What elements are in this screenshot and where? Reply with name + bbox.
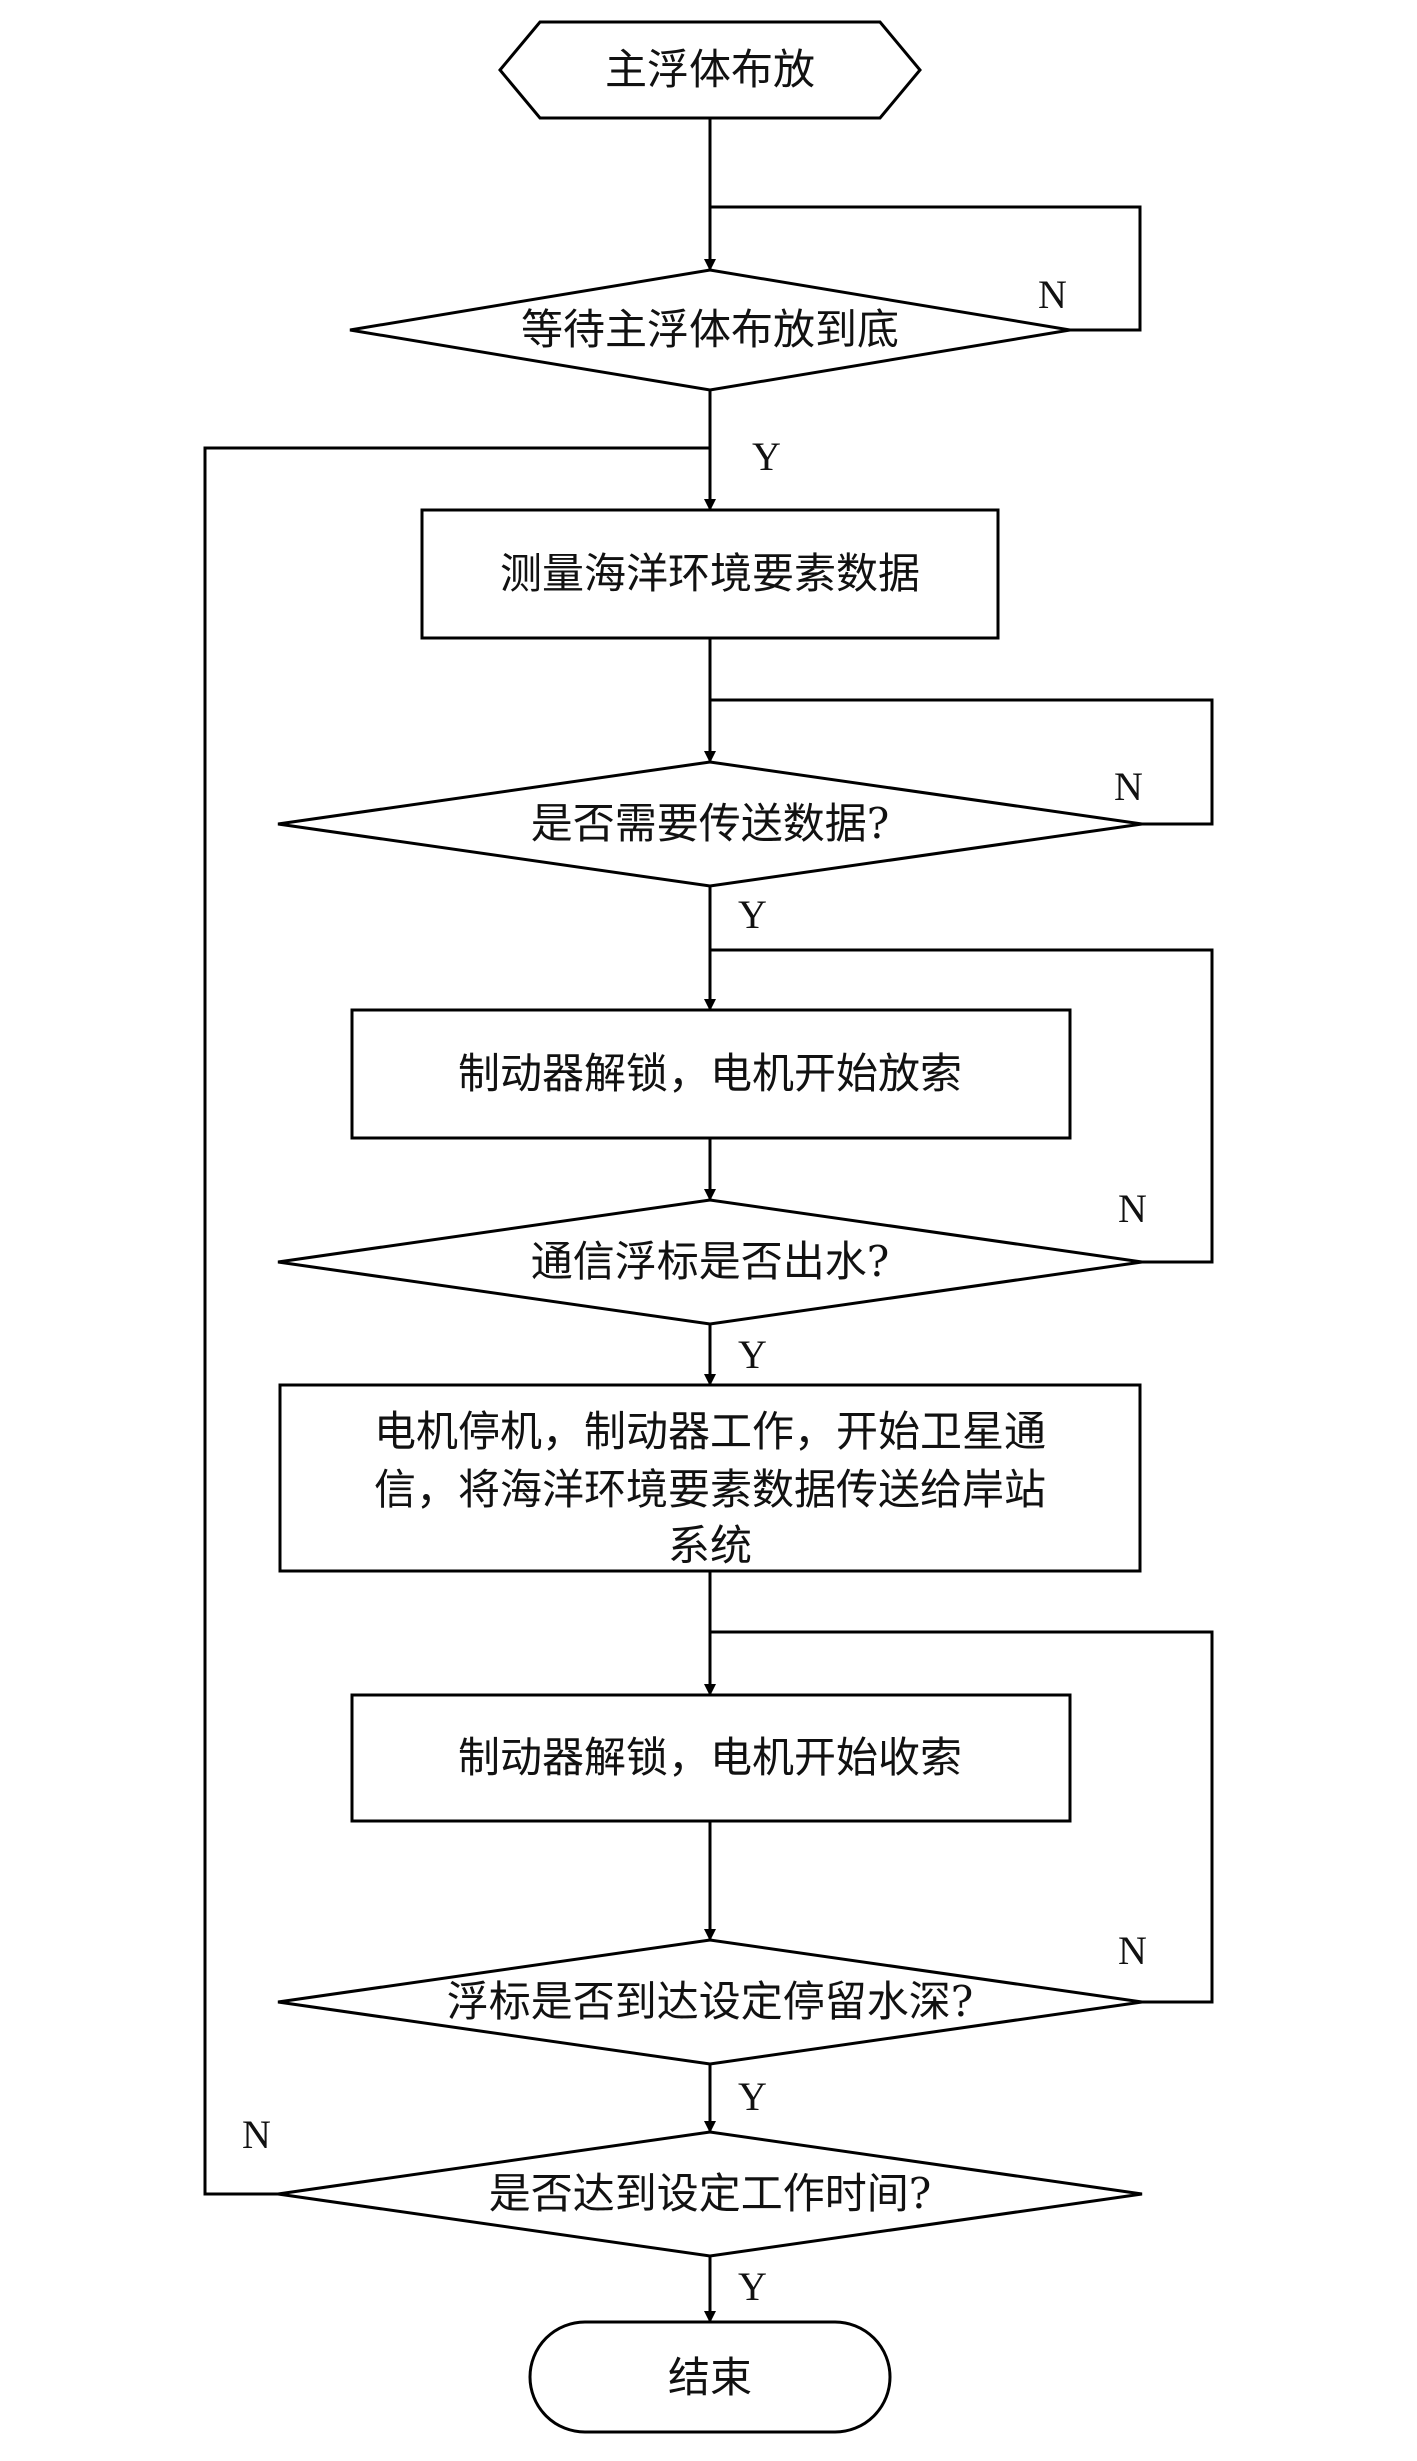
end-label: 结束 xyxy=(668,2353,752,2402)
decision-wait-bottom-label: 等待主浮体布放到底 xyxy=(521,305,899,354)
edge-transmit-no-loop xyxy=(710,698,1214,826)
edge-worktime-no-loop xyxy=(203,446,710,2196)
wait-no-label: N xyxy=(1038,272,1067,317)
start-terminal-shape xyxy=(498,20,922,120)
worktime-yes-label: Y xyxy=(738,2264,767,2309)
process-measure-label: 测量海洋环境要素数据 xyxy=(500,549,920,598)
process-satcom-shape xyxy=(278,1383,1142,1573)
decision-need-transmit-label: 是否需要传送数据? xyxy=(531,799,890,848)
process-release-cable-label: 制动器解锁，电机开始放索 xyxy=(458,1049,962,1098)
wait-yes-label: Y xyxy=(752,434,781,479)
surfaced-no-label: N xyxy=(1118,1186,1147,1231)
edge-surfaced-no-loop xyxy=(710,948,1214,1264)
edge-depth-no-loop xyxy=(710,1630,1214,2004)
decision-work-time-label: 是否达到设定工作时间? xyxy=(489,2169,932,2218)
process-satcom-line3: 系统 xyxy=(668,1521,752,1570)
depth-yes-label: Y xyxy=(738,2074,767,2119)
process-release-cable-shape xyxy=(350,1008,1072,1140)
process-satcom-line2: 信，将海洋环境要素数据传送给岸站 xyxy=(374,1465,1046,1514)
transmit-no-label: N xyxy=(1114,764,1143,809)
start-label: 主浮体布放 xyxy=(605,45,815,94)
process-satcom-line1: 电机停机，制动器工作，开始卫星通 xyxy=(374,1407,1046,1456)
end-terminal-shape xyxy=(528,2320,892,2434)
decision-work-time-shape xyxy=(277,2130,1143,2258)
worktime-no-label: N xyxy=(242,2112,271,2157)
process-retract-cable-label: 制动器解锁，电机开始收索 xyxy=(458,1733,962,1782)
transmit-yes-label: Y xyxy=(738,892,767,937)
depth-no-label: N xyxy=(1118,1928,1147,1973)
surfaced-yes-label: Y xyxy=(738,1332,767,1377)
edge-wait-no-loop xyxy=(710,205,1142,332)
decision-buoy-surfaced-label: 通信浮标是否出水? xyxy=(531,1237,890,1286)
decision-reach-depth-label: 浮标是否到达设定停留水深? xyxy=(447,1977,974,2026)
